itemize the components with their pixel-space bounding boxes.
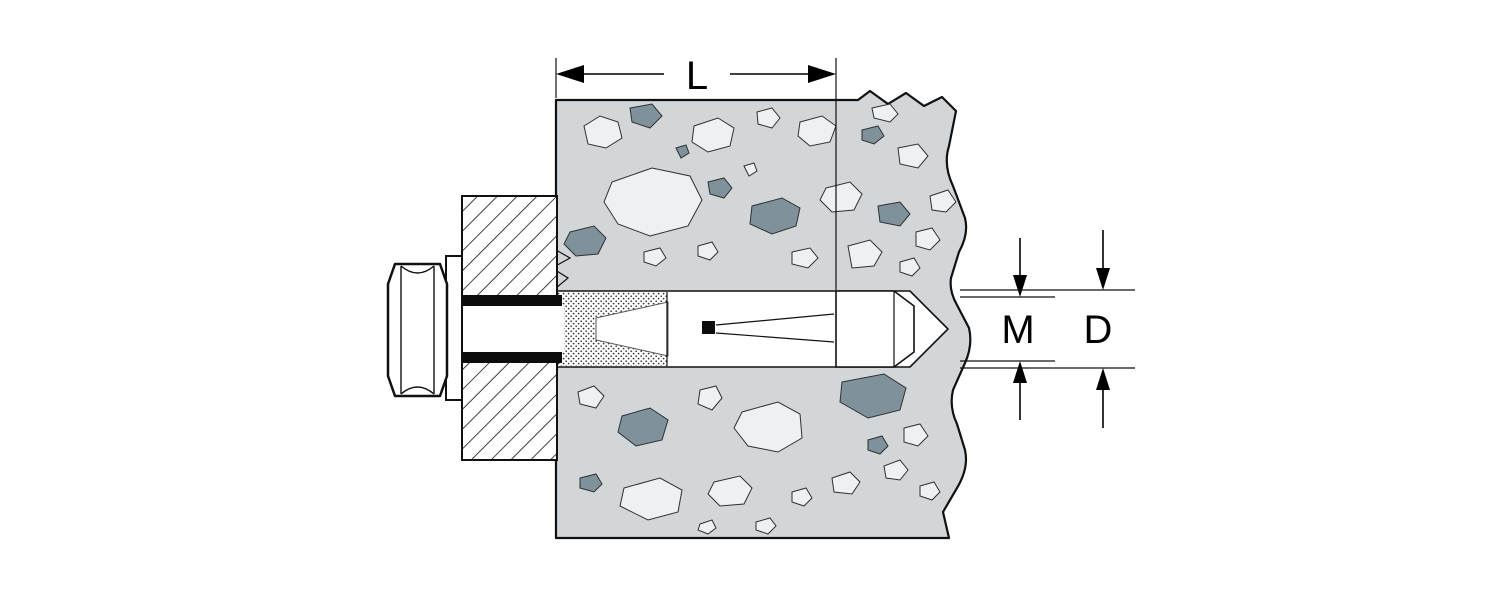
dim-D-arrow-down: [1096, 268, 1110, 290]
expansion-cone: [835, 290, 915, 368]
stone: [755, 517, 777, 535]
stone: [697, 241, 719, 261]
dimension-length: L: [555, 54, 836, 98]
stone: [819, 181, 863, 213]
stone: [579, 473, 603, 493]
stone: [733, 401, 803, 453]
stone: [617, 407, 669, 447]
dim-M-arrow-down: [1013, 275, 1027, 297]
hex-chamfer-top: [400, 265, 435, 274]
stone: [883, 459, 909, 481]
stone: [929, 189, 957, 213]
bolt-shank-edge-bottom: [458, 352, 562, 363]
dimension-thread: M: [960, 238, 1055, 420]
stone: [629, 103, 663, 129]
dim-D-label: D: [1084, 308, 1113, 352]
stone: [697, 519, 717, 535]
bolt-shank: [458, 306, 564, 352]
stone: [619, 477, 683, 521]
expansion-slot-lower: [715, 332, 835, 343]
stone: [903, 423, 929, 447]
anchor-thread-bore: [595, 301, 669, 357]
dim-M-arrow-up: [1013, 361, 1027, 383]
stone: [867, 435, 889, 455]
dim-D-arrow-up: [1096, 368, 1110, 390]
stone: [697, 385, 723, 411]
stone: [791, 247, 819, 269]
hex-chamfer-bottom: [400, 386, 435, 395]
dim-L-arrow-left: [556, 65, 584, 83]
hex-bolt-head: [386, 262, 449, 398]
stone: [707, 177, 733, 199]
dim-L-label: L: [686, 54, 708, 98]
stone: [897, 143, 929, 169]
stone: [877, 201, 911, 227]
stone: [707, 475, 753, 507]
stone: [675, 144, 690, 159]
stone: [563, 225, 607, 257]
dim-M-label: M: [1001, 308, 1034, 352]
stone: [603, 167, 703, 237]
stone: [861, 125, 885, 145]
stone: [577, 385, 605, 409]
stone: [756, 107, 781, 129]
stone: [743, 162, 758, 177]
stone: [847, 239, 883, 269]
stone: [899, 257, 921, 277]
stone: [643, 247, 667, 267]
dim-L-arrow-right: [808, 65, 836, 83]
stone: [839, 373, 907, 419]
stone: [791, 487, 813, 507]
aggregate-stones-light: [577, 103, 957, 535]
expansion-slot-upper: [715, 313, 835, 326]
stone: [749, 197, 801, 235]
aggregate-stones-dark: [563, 103, 911, 493]
stone: [831, 471, 861, 495]
stone: [691, 117, 735, 153]
bolt-shank-edges: [458, 295, 562, 363]
stone: [583, 115, 623, 149]
wedge-marker: [702, 321, 715, 334]
stone: [797, 115, 837, 147]
stone: [919, 481, 941, 501]
stone: [871, 103, 899, 123]
dimension-drill: D: [960, 230, 1135, 428]
washer: [445, 255, 463, 401]
bolt-shank-edge-top: [458, 295, 562, 306]
stone: [915, 227, 941, 251]
